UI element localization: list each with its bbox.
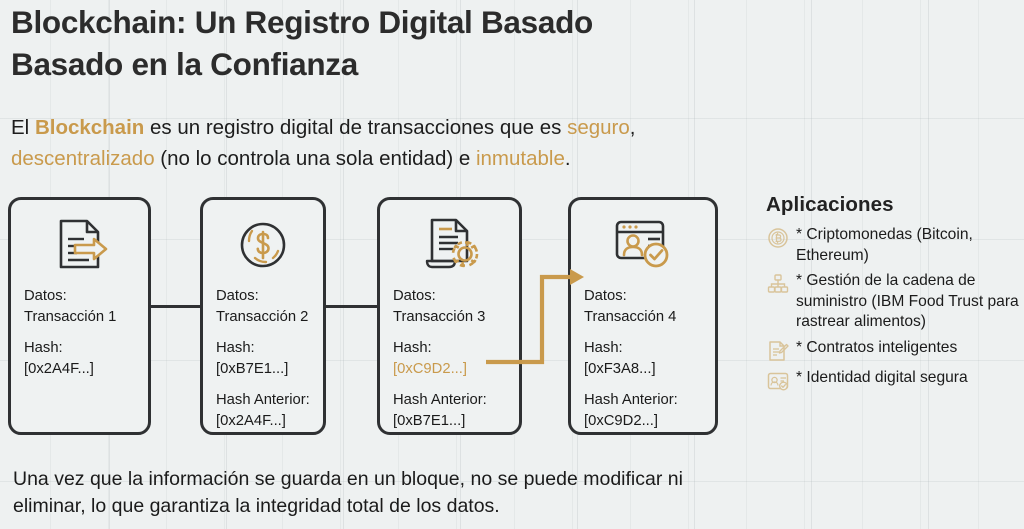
digital-identity-icon xyxy=(766,369,790,393)
block-4-prev-hash-value: [0xC9D2...] xyxy=(584,412,659,429)
page-title: Blockchain: Un Registro Digital Basado B… xyxy=(11,4,593,82)
block-card-4[interactable]: Datos: Transacción 4 Hash: [0xF3A8...] H… xyxy=(568,197,718,435)
intro-keyword-seguro: seguro xyxy=(567,116,630,139)
application-item-smart-contracts[interactable]: * Contratos inteligentes xyxy=(766,338,1024,363)
intro-keyword-inmutable: inmutable xyxy=(475,147,565,170)
application-item-cryptocurrencies[interactable]: * Criptomonedas (Bitcoin, Ethereum) xyxy=(766,225,1024,266)
bullet-marker: * xyxy=(796,226,803,243)
application-item-label: * Gestión de la cadena de suministro (IB… xyxy=(796,271,1024,333)
identity-verified-icon xyxy=(571,212,715,278)
block-3-prev-hash-value: [0xB7E1...] xyxy=(393,412,466,429)
bullet-marker: * xyxy=(796,272,803,289)
block-1-hash-value: [0x2A4F...] xyxy=(24,360,94,377)
block-1-data-label: Datos: xyxy=(24,288,67,304)
block-2-text: Datos: Transacción 2 Hash: [0xB7E1...] H… xyxy=(216,286,317,431)
block-2-data-label: Datos: xyxy=(216,288,259,304)
supply-chain-icon xyxy=(766,272,790,296)
block-2-prev-hash-value: [0x2A4F...] xyxy=(216,412,286,429)
document-gear-icon xyxy=(380,212,519,278)
smart-contract-icon xyxy=(766,339,790,363)
block-2-hash-label: Hash: xyxy=(216,340,255,356)
block-2-hash-value: [0xB7E1...] xyxy=(216,360,289,377)
intro-keyword-blockchain: Blockchain xyxy=(34,116,145,139)
blockchain-diagram: Datos: Transacción 1 Hash: [0x2A4F...] xyxy=(8,197,718,435)
block-1-data-value: Transacción 1 xyxy=(24,308,117,325)
block-3-data-label: Datos: xyxy=(393,288,436,304)
application-item-digital-identity[interactable]: * Identidad digital segura xyxy=(766,368,1024,393)
block-4-hash-label: Hash: xyxy=(584,340,623,356)
footer-note: Una vez que la información se guarda en … xyxy=(13,468,683,517)
block-card-3[interactable]: Datos: Transacción 3 Hash: [0xC9D2...] H… xyxy=(377,197,522,435)
block-connector-2-3 xyxy=(322,305,380,309)
block-2-data-value: Transacción 2 xyxy=(216,308,309,325)
block-4-text: Datos: Transacción 4 Hash: [0xF3A8...] H… xyxy=(584,286,709,431)
block-1-text: Datos: Transacción 1 Hash: [0x2A4F...] xyxy=(24,286,142,379)
block-3-hash-label: Hash: xyxy=(393,340,432,356)
block-1-hash-label: Hash: xyxy=(24,340,63,356)
bitcoin-coin-icon xyxy=(766,226,790,250)
intro-paragraph: El Blockchain es un registro digital de … xyxy=(11,112,756,174)
label-text: Contratos inteligentes xyxy=(806,338,958,356)
block-4-prev-hash-label: Hash Anterior: xyxy=(584,392,678,408)
block-3-data-value: Transacción 3 xyxy=(393,308,486,325)
bullet-marker: * xyxy=(796,338,803,356)
intro-text-5: . xyxy=(564,147,571,170)
intro-text-1: El xyxy=(11,116,35,139)
block-2-prev-hash-label: Hash Anterior: xyxy=(216,392,310,408)
block-card-1[interactable]: Datos: Transacción 1 Hash: [0x2A4F...] xyxy=(8,197,151,435)
intro-keyword-descentralizado: descentralizado xyxy=(11,147,155,170)
intro-text-3: , xyxy=(629,116,636,139)
bullet-marker: * xyxy=(796,368,803,386)
block-4-data-value: Transacción 4 xyxy=(584,308,677,325)
applications-panel: Aplicaciones * Criptomonedas (Bitcoin, E… xyxy=(766,193,1024,398)
application-item-label: * Criptomonedas (Bitcoin, Ethereum) xyxy=(796,225,1024,266)
document-arrow-icon xyxy=(11,212,148,278)
applications-title: Aplicaciones xyxy=(766,193,894,216)
application-item-label: * Contratos inteligentes xyxy=(796,338,957,359)
block-3-hash-value: [0xC9D2...] xyxy=(393,360,468,377)
block-3-prev-hash-label: Hash Anterior: xyxy=(393,392,487,408)
block-card-2[interactable]: Datos: Transacción 2 Hash: [0xB7E1...] H… xyxy=(200,197,326,435)
coin-dollar-icon xyxy=(203,212,323,278)
application-item-label: * Identidad digital segura xyxy=(796,368,968,389)
application-item-supply-chain[interactable]: * Gestión de la cadena de suministro (IB… xyxy=(766,271,1024,333)
block-4-data-label: Datos: xyxy=(584,288,627,304)
label-text: Gestión de la cadena de suministro (IBM … xyxy=(796,272,1019,330)
block-4-hash-value: [0xF3A8...] xyxy=(584,360,656,377)
label-text: Criptomonedas (Bitcoin, Ethereum) xyxy=(796,226,973,264)
intro-text-2: es un registro digital de transacciones … xyxy=(144,116,568,139)
label-text: Identidad digital segura xyxy=(806,368,968,386)
intro-text-4: (no lo controla una sola entidad) e xyxy=(154,147,476,170)
block-connector-1-2 xyxy=(148,305,204,309)
block-3-text: Datos: Transacción 3 Hash: [0xC9D2...] H… xyxy=(393,286,513,431)
